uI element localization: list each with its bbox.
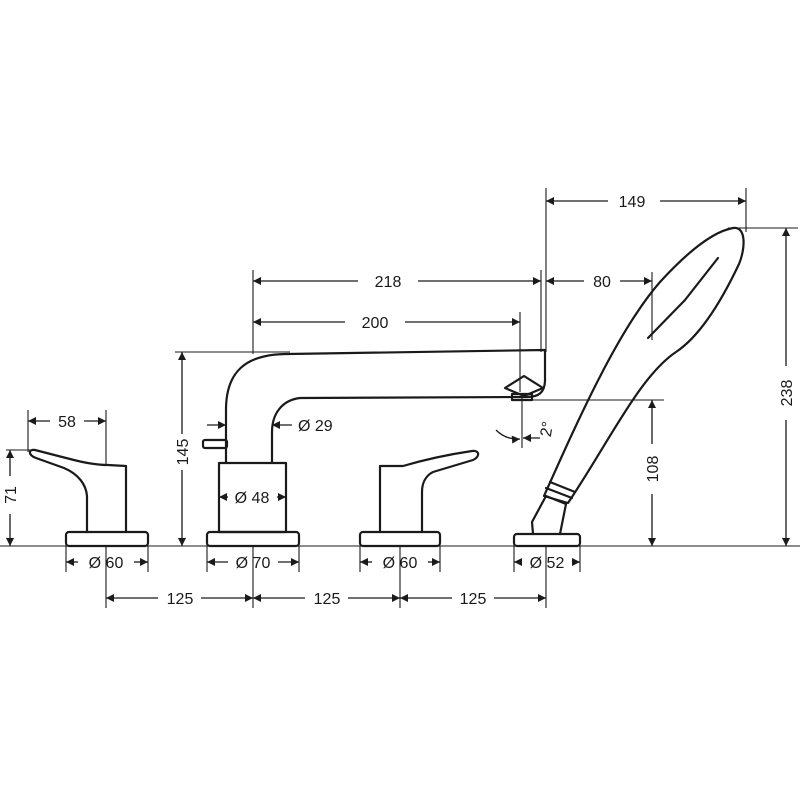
dim-spout-height: 145 <box>175 439 192 466</box>
dim-shower-offset: 80 <box>593 274 611 291</box>
dim-spout-pipe-diameter: Ø 29 <box>298 418 333 435</box>
dim-shower-width: 149 <box>619 194 646 211</box>
dim-flange-right-diameter: Ø 60 <box>383 555 418 572</box>
dim-spacing-2: 125 <box>314 591 341 608</box>
left-mixer-handle <box>28 448 150 548</box>
dimension-lines <box>6 197 790 602</box>
dim-lever-left-width: 58 <box>58 414 76 431</box>
bath-spout <box>201 348 547 548</box>
dim-spacing-1: 125 <box>167 591 194 608</box>
dim-spout-body-diameter: Ø 48 <box>235 490 270 507</box>
dim-spacing-3: 125 <box>460 591 487 608</box>
dim-spout-base-diameter: Ø 70 <box>236 555 271 572</box>
dim-shower-total-height: 238 <box>779 380 796 407</box>
dim-spout-reach-inner: 200 <box>362 315 389 332</box>
dimension-labels: 58 71 Ø 60 Ø 70 Ø 60 Ø 52 125 125 125 14… <box>3 194 796 608</box>
dim-shower-outlet-height: 108 <box>645 456 662 483</box>
dim-spout-reach-outer: 218 <box>375 274 402 291</box>
hand-shower <box>512 226 745 548</box>
dim-flange-left-diameter: Ø 60 <box>89 555 124 572</box>
dim-spout-angle: 2° <box>538 420 557 438</box>
dim-shower-base-diameter: Ø 52 <box>530 555 565 572</box>
right-mixer-handle <box>358 449 480 548</box>
dim-lever-left-height: 71 <box>3 486 20 504</box>
